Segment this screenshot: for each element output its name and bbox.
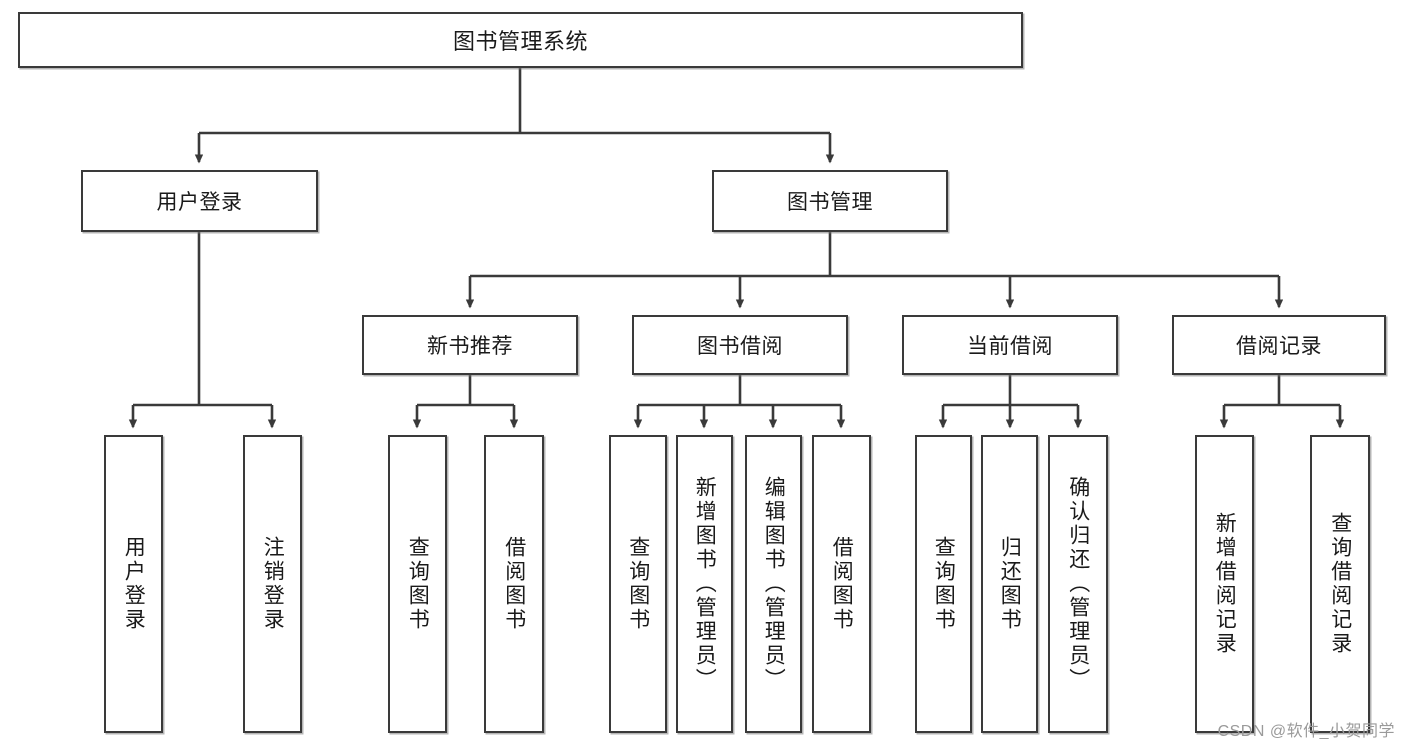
node-current-borrow-label: 当前借阅	[967, 335, 1053, 358]
node-root-label: 图书管理系统	[452, 29, 588, 54]
node-root[interactable]: 图书管理系统	[18, 12, 1023, 68]
leaf-borrow-book-recommend[interactable]: 借阅图书	[484, 435, 544, 733]
leaf-edit-book[interactable]: 编辑图书（管理员）	[745, 435, 802, 733]
node-new-book-recommend-label: 新书推荐	[427, 335, 513, 358]
leaf-user-login[interactable]: 用户登录	[104, 435, 163, 733]
node-current-borrow[interactable]: 当前借阅	[902, 315, 1118, 375]
node-new-book-recommend[interactable]: 新书推荐	[362, 315, 578, 375]
leaf-query-borrow-record[interactable]: 查询借阅记录	[1310, 435, 1370, 733]
leaf-confirm-return-label: 确认归还（管理员）	[1066, 476, 1090, 692]
leaf-user-login-label: 用户登录	[122, 536, 146, 632]
leaf-query-book-recommend-label: 查询图书	[406, 536, 430, 632]
node-borrow-record[interactable]: 借阅记录	[1172, 315, 1386, 375]
leaf-return-book-label: 归还图书	[998, 536, 1022, 632]
leaf-add-book-label: 新增图书（管理员）	[693, 476, 717, 692]
node-user-login-label: 用户登录	[156, 191, 243, 214]
leaf-borrow-book-recommend-label: 借阅图书	[502, 536, 526, 632]
node-book-borrow-label: 图书借阅	[697, 335, 783, 358]
leaf-add-borrow-record-label: 新增借阅记录	[1213, 512, 1237, 656]
watermark: CSDN @软件_小贺同学	[1217, 723, 1395, 740]
node-user-login[interactable]: 用户登录	[81, 170, 318, 232]
leaf-query-book-borrow-label: 查询图书	[626, 536, 650, 632]
leaf-borrow-book[interactable]: 借阅图书	[812, 435, 871, 733]
leaf-query-book-borrow[interactable]: 查询图书	[609, 435, 667, 733]
leaf-logout-label: 注销登录	[261, 536, 285, 632]
leaf-confirm-return[interactable]: 确认归还（管理员）	[1048, 435, 1108, 733]
node-book-borrow[interactable]: 图书借阅	[632, 315, 848, 375]
node-borrow-record-label: 借阅记录	[1236, 335, 1322, 358]
leaf-add-book[interactable]: 新增图书（管理员）	[676, 435, 733, 733]
leaf-borrow-book-label: 借阅图书	[830, 536, 854, 632]
leaf-logout[interactable]: 注销登录	[243, 435, 302, 733]
node-book-management-label: 图书管理	[787, 191, 873, 214]
leaf-query-borrow-record-label: 查询借阅记录	[1328, 512, 1352, 656]
leaf-add-borrow-record[interactable]: 新增借阅记录	[1195, 435, 1254, 733]
node-book-management[interactable]: 图书管理	[712, 170, 948, 232]
leaf-return-book[interactable]: 归还图书	[981, 435, 1038, 733]
leaf-query-book-recommend[interactable]: 查询图书	[388, 435, 447, 733]
leaf-edit-book-label: 编辑图书（管理员）	[762, 476, 786, 692]
leaf-query-book-current-label: 查询图书	[932, 536, 956, 632]
leaf-query-book-current[interactable]: 查询图书	[915, 435, 972, 733]
